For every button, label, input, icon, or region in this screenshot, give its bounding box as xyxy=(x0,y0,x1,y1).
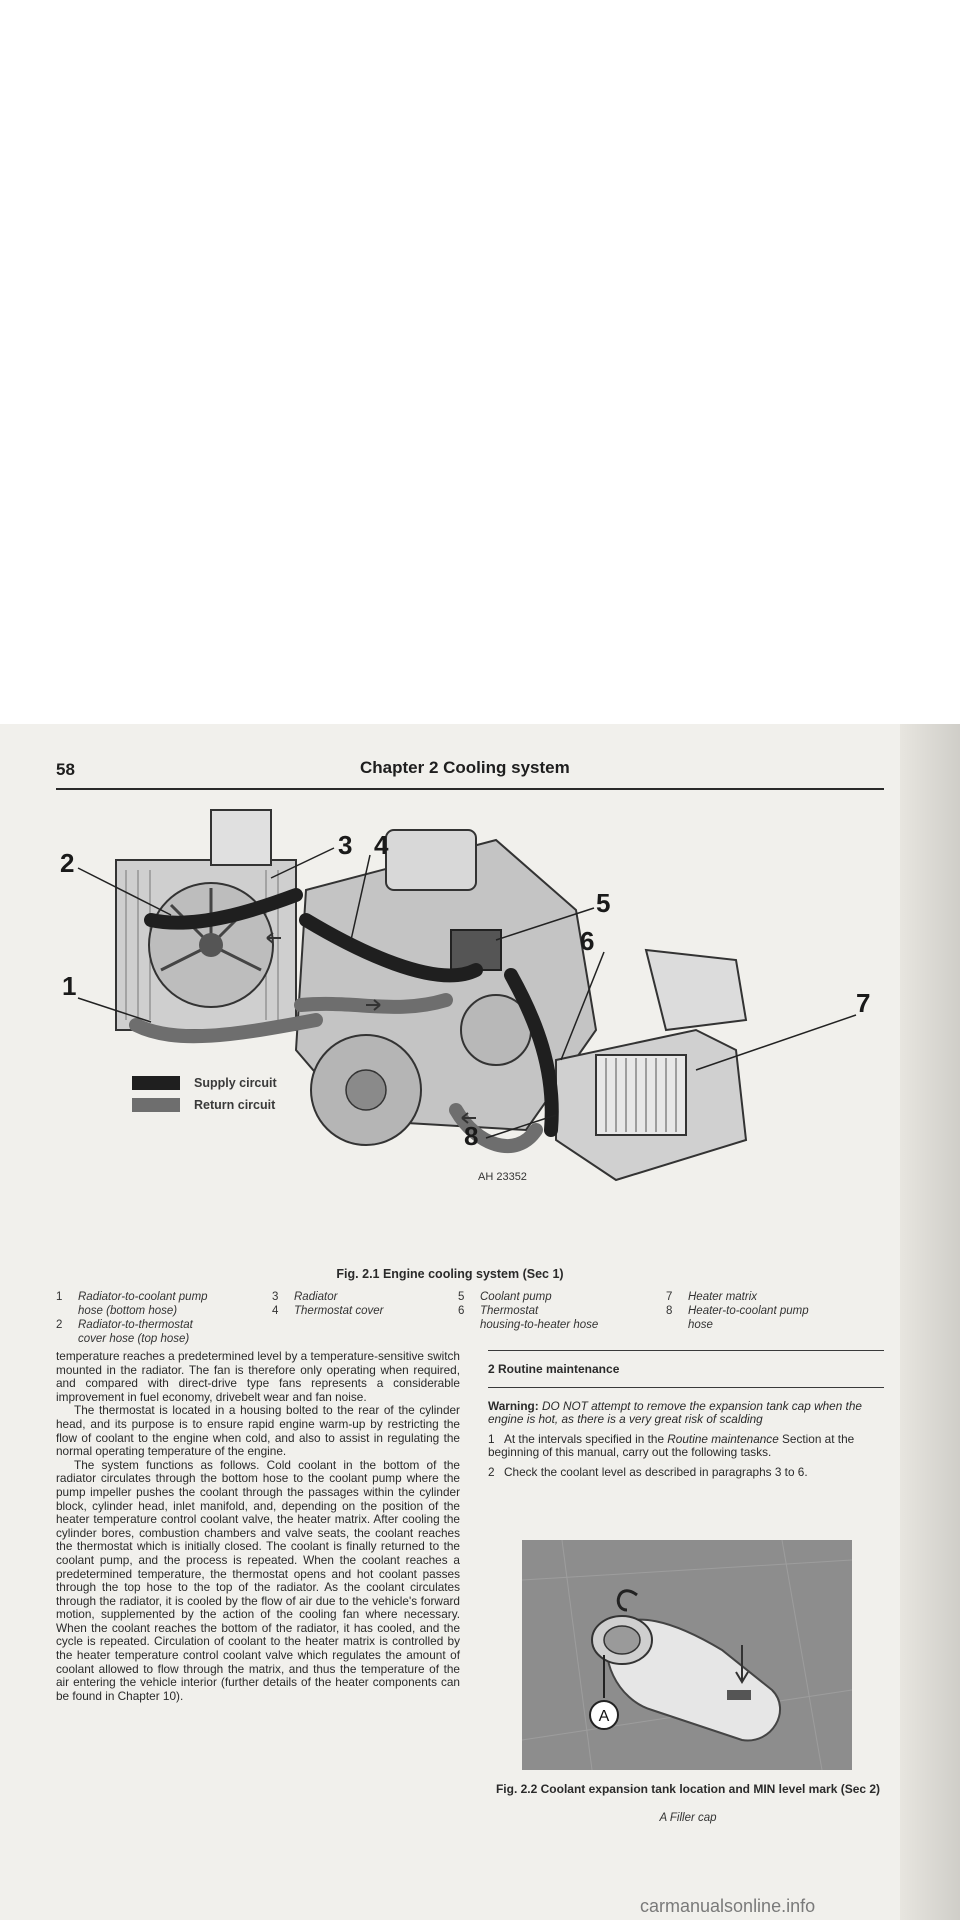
figure-2-2-key: A Filler cap xyxy=(659,1812,717,1824)
key-num: 4 xyxy=(272,1305,279,1317)
warning-note: Warning: DO NOT attempt to remove the ex… xyxy=(488,1398,884,1427)
key-num: 7 xyxy=(666,1291,673,1303)
paragraph: The system functions as follows. Cold co… xyxy=(56,1457,460,1703)
figure-key-col-1: 1 Radiator-to-coolant pump hose (bottom h… xyxy=(56,1290,208,1346)
section-title: 2 Routine maintenance xyxy=(488,1362,620,1376)
key-text: Radiator-to-coolant pump xyxy=(78,1291,208,1303)
section-2-routine-maintenance: 2 Routine maintenance Warning: DO NOT at… xyxy=(488,1350,884,1480)
figure-2-2-caption: Fig. 2.2 Coolant expansion tank location… xyxy=(495,1782,881,1796)
rotate-arrow-icon xyxy=(616,1589,638,1612)
expansion-tank xyxy=(591,1615,782,1742)
legend-return-label: Return circuit xyxy=(194,1098,276,1112)
callout-2: 2 xyxy=(60,848,74,878)
key-num: 5 xyxy=(458,1291,465,1303)
key-text: housing-to-heater hose xyxy=(480,1319,599,1331)
header-rule xyxy=(56,788,884,790)
figure-key-col-4: 7 Heater matrix 8 Heater-to-coolant pump h… xyxy=(666,1290,809,1332)
page-number: 58 xyxy=(56,760,75,779)
key-num: 1 xyxy=(56,1291,63,1303)
key-text: hose xyxy=(688,1319,713,1331)
body-text-left: temperature reaches a predetermined leve… xyxy=(56,1349,460,1703)
step-number: 1 xyxy=(488,1431,495,1446)
key-text: Thermostat xyxy=(480,1305,539,1317)
key-num: 6 xyxy=(458,1305,465,1317)
figure-2-1-caption: Fig. 2.1 Engine cooling system (Sec 1) xyxy=(336,1267,564,1281)
key-num: 8 xyxy=(666,1305,673,1317)
step-text: Check the coolant level as described in … xyxy=(504,1464,808,1479)
callout-1: 1 xyxy=(62,971,76,1001)
key-num: 3 xyxy=(272,1291,279,1303)
radiator-drawing xyxy=(115,809,297,1031)
supply-hoses xyxy=(144,888,559,1137)
expansion-tank-photo: A xyxy=(522,1540,852,1770)
step-text: At the intervals specified in the xyxy=(504,1431,668,1446)
key-text: hose (bottom hose) xyxy=(78,1305,178,1317)
supply-swatch xyxy=(132,1076,180,1090)
callout-5: 5 xyxy=(596,888,610,918)
figure-reference-code: AH 23352 xyxy=(478,1171,527,1183)
watermark: carmanualsonline.info xyxy=(640,1896,816,1916)
legend-return: Return circuit xyxy=(132,1098,275,1112)
engine-drawing xyxy=(294,829,598,1146)
callout-6: 6 xyxy=(580,926,594,956)
figure-key-col-2: 3 Radiator 4 Thermostat cover xyxy=(272,1290,383,1318)
engine-cooling-illustration: 1 2 3 4 5 6 7 8 AH 23352 xyxy=(56,800,896,1245)
return-hoses xyxy=(129,993,543,1154)
key-text: Radiator-to-thermostat xyxy=(78,1319,193,1331)
legend-supply-label: Supply circuit xyxy=(194,1076,277,1090)
legend-supply: Supply circuit xyxy=(132,1076,277,1090)
step-number: 2 xyxy=(488,1464,495,1479)
section-rule-top xyxy=(488,1350,884,1351)
warning-label: Warning: xyxy=(488,1398,539,1413)
callout-4: 4 xyxy=(374,830,389,860)
key-text: Heater-to-coolant pump xyxy=(688,1305,809,1317)
paragraph: temperature reaches a predetermined leve… xyxy=(56,1349,460,1404)
flow-arrows xyxy=(266,932,476,1124)
figure-key-col-3: 5 Coolant pump 6 Thermostat housing-to-hea… xyxy=(458,1290,598,1332)
step-2: 2 Check the coolant level as described in… xyxy=(488,1464,884,1480)
page-edge-shadow xyxy=(900,724,960,1920)
heater-matrix-drawing xyxy=(555,948,748,1182)
callout-7: 7 xyxy=(856,988,870,1018)
key-text: Thermostat cover xyxy=(294,1305,384,1317)
warning-text: DO NOT attempt to remove the expansion t… xyxy=(488,1398,862,1427)
callout-leaders xyxy=(77,847,857,1139)
callout-3: 3 xyxy=(338,830,352,860)
paragraph: The thermostat is located in a housing b… xyxy=(56,1403,460,1459)
key-text: Coolant pump xyxy=(480,1291,552,1303)
key-text: cover hose (top hose) xyxy=(78,1333,190,1345)
filler-cap-label: A xyxy=(599,1708,610,1725)
callout-8: 8 xyxy=(464,1121,478,1151)
key-text: Radiator xyxy=(294,1291,338,1303)
chapter-title: Chapter 2 Cooling system xyxy=(360,758,570,777)
section-rule-bottom xyxy=(488,1386,884,1388)
step-1: 1 At the intervals specified in the Routi… xyxy=(488,1431,884,1460)
key-num: 2 xyxy=(56,1319,63,1331)
return-swatch xyxy=(132,1098,180,1112)
key-text: Heater matrix xyxy=(688,1291,758,1303)
step-emphasis: Routine maintenance xyxy=(667,1431,779,1446)
step-text: Section at the beginning of this manual,… xyxy=(488,1431,855,1460)
